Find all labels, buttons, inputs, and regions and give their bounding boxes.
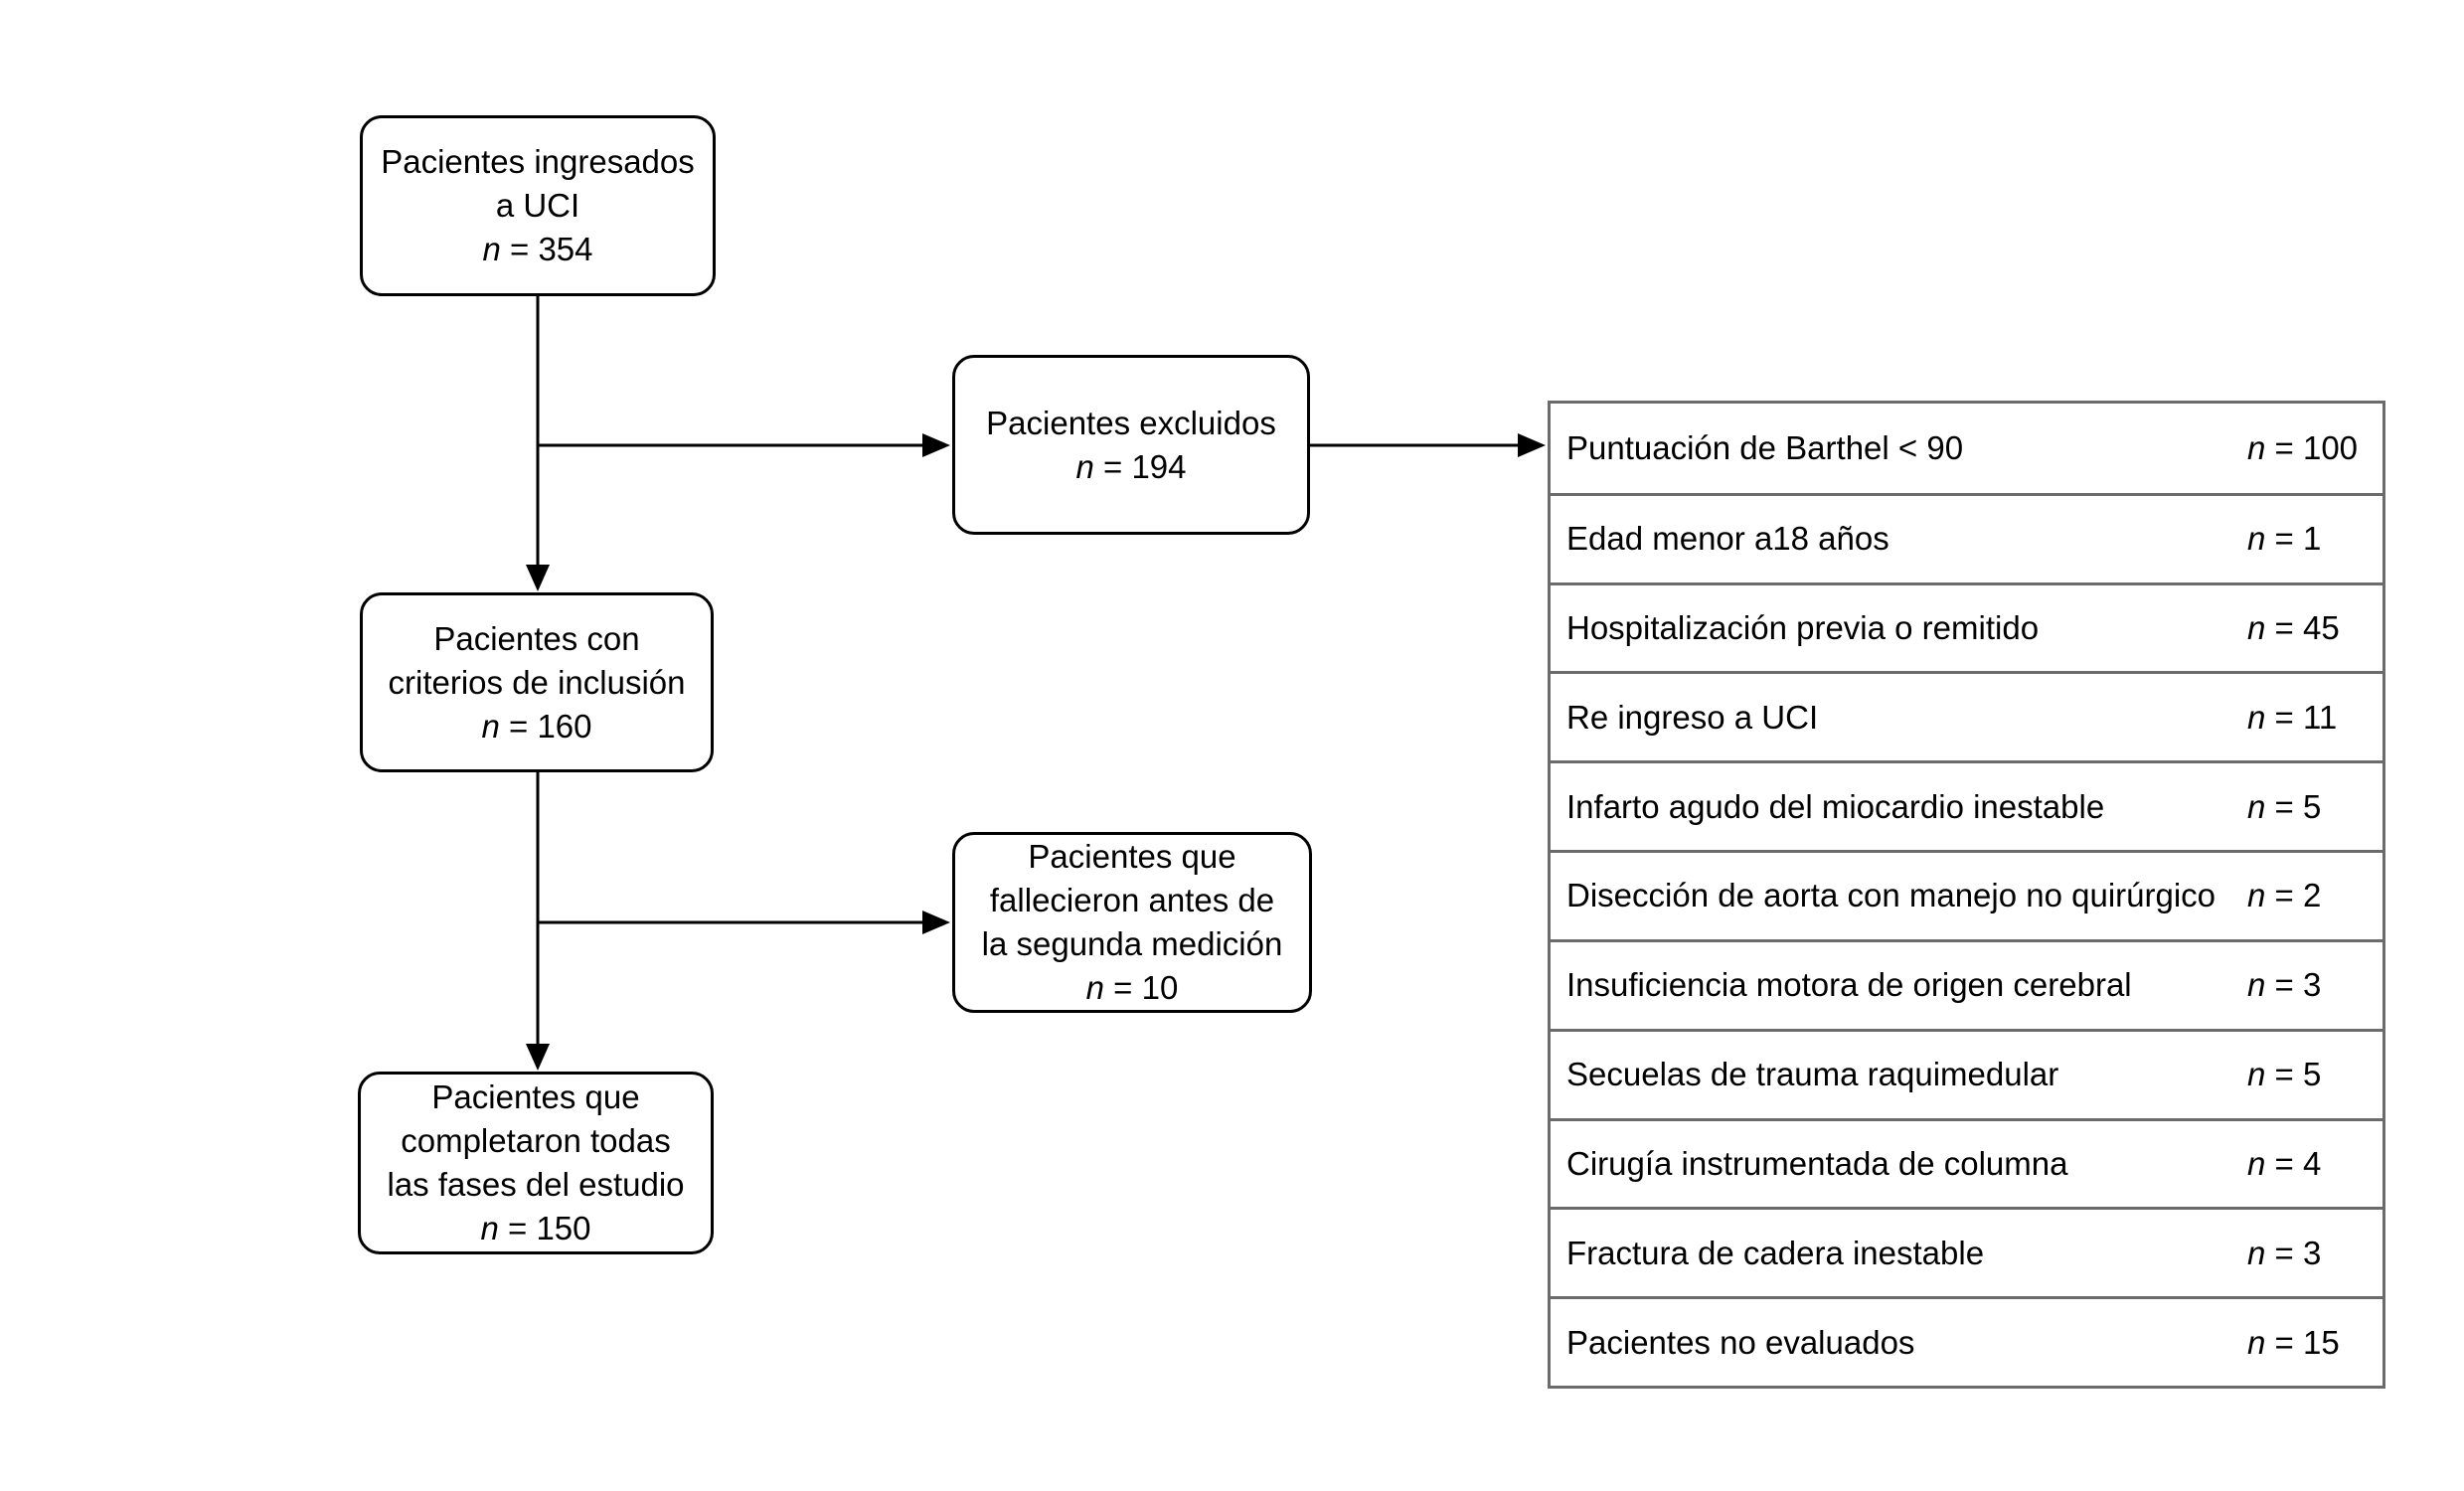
flow-box-deceased: Pacientes que fallecieron antes de la se… <box>952 832 1312 1013</box>
table-row: Edad menor a18 años n = 1 <box>1551 492 2382 582</box>
exclusion-count: n = 5 <box>2247 1056 2322 1093</box>
exclusion-reason: Disección de aorta con manejo no quirúrg… <box>1566 877 2217 914</box>
box-completed-count: n = 150 <box>480 1210 591 1246</box>
arrow-excluded-to-table <box>1310 433 1546 457</box>
table-row: Secuelas de trauma raquimedular n = 5 <box>1551 1028 2382 1118</box>
table-row: Puntuación de Barthel < 90 n = 100 <box>1551 404 2382 493</box>
box-excluded-text: Pacientes excluidos <box>986 404 1276 441</box>
table-row: Re ingreso a UCI n = 11 <box>1551 671 2382 760</box>
flow-box-completed: Pacientes que completaron todas las fase… <box>358 1072 714 1254</box>
exclusion-count: n = 100 <box>2247 428 2359 466</box>
box-completed-text: Pacientes que completaron todas las fase… <box>387 1078 685 1203</box>
table-row: Disección de aorta con manejo no quirúrg… <box>1551 850 2382 939</box>
box-excluded-count: n = 194 <box>1075 447 1187 485</box>
table-row: Infarto agudo del miocardio inestable n … <box>1551 760 2382 850</box>
exclusion-reason: Fractura de cadera inestable <box>1566 1234 1985 1271</box>
exclusion-reasons-table: Puntuación de Barthel < 90 n = 100 Edad … <box>1548 401 2385 1389</box>
exclusion-count: n = 5 <box>2247 787 2322 825</box>
exclusion-reason: Re ingreso a UCI <box>1566 698 1819 736</box>
exclusion-reason: Pacientes no evaluados <box>1566 1323 1915 1361</box>
table-row: Hospitalización previa o remitido n = 45 <box>1551 581 2382 672</box>
exclusion-count: n = 15 <box>2247 1323 2340 1361</box>
exclusion-reason: Secuelas de trauma raquimedular <box>1566 1056 2059 1093</box>
box-admitted-text: Pacientes ingresados a UCI <box>381 143 695 224</box>
table-row: Insuficiencia motora de origen cerebral … <box>1551 938 2382 1029</box>
exclusion-count: n = 11 <box>2247 698 2338 736</box>
exclusion-reason: Hospitalización previa o remitido <box>1566 609 2040 647</box>
arrow-branch-to-deceased <box>538 911 950 934</box>
exclusion-reason: Infarto agudo del miocardio inestable <box>1566 787 2105 825</box>
exclusion-count: n = 3 <box>2247 1234 2322 1271</box>
exclusion-count: n = 4 <box>2247 1144 2322 1182</box>
exclusion-reason: Cirugía instrumentada de columna <box>1566 1144 2068 1182</box>
flow-box-admitted: Pacientes ingresados a UCI n = 354 <box>360 115 716 296</box>
box-included-count: n = 160 <box>481 707 592 745</box>
box-included-text: Pacientes con criterios de inclusión <box>388 619 686 701</box>
exclusion-reason: Edad menor a18 años <box>1566 520 1889 558</box>
box-deceased-count: n = 10 <box>1085 969 1179 1006</box>
flow-box-included: Pacientes con criterios de inclusión n =… <box>360 592 714 772</box>
exclusion-count: n = 3 <box>2247 966 2322 1004</box>
exclusion-count: n = 1 <box>2247 520 2322 558</box>
exclusion-reason: Puntuación de Barthel < 90 <box>1566 428 1964 466</box>
arrow-admitted-to-included <box>526 296 550 591</box>
exclusion-count: n = 2 <box>2247 877 2322 914</box>
exclusion-count: n = 45 <box>2247 609 2340 647</box>
table-row: Fractura de cadera inestable n = 3 <box>1551 1207 2382 1296</box>
arrow-included-to-completed <box>526 772 550 1071</box>
table-row: Pacientes no evaluados n = 15 <box>1551 1296 2382 1386</box>
exclusion-reason: Insuficiencia motora de origen cerebral <box>1566 966 2132 1004</box>
arrow-branch-to-excluded <box>538 433 950 457</box>
box-deceased-text: Pacientes que fallecieron antes de la se… <box>981 838 1283 962</box>
box-admitted-count: n = 354 <box>482 231 593 267</box>
flow-box-excluded: Pacientes excluidos n = 194 <box>952 355 1310 535</box>
table-row: Cirugía instrumentada de columna n = 4 <box>1551 1117 2382 1208</box>
